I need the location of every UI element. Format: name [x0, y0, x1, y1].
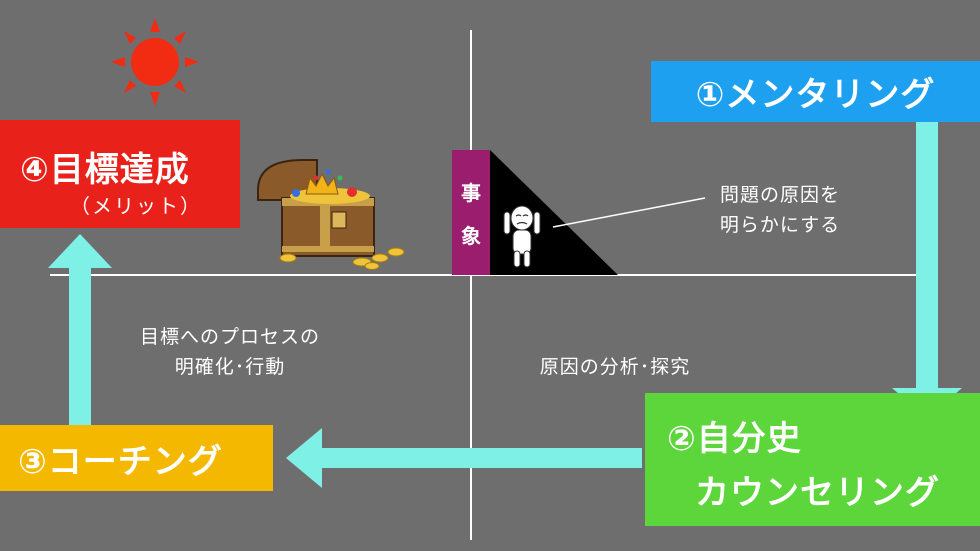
phenomenon-char-2: 象: [461, 223, 481, 248]
note-bottom-right-text: 原因の分析･探究: [539, 356, 691, 378]
goal-box: ④目標達成 （メリット）: [0, 120, 240, 228]
note-pointer-line: [552, 197, 706, 228]
note-bottom-right: 原因の分析･探究: [505, 352, 725, 382]
worried-person-icon: [503, 205, 541, 268]
mentoring-label: ①メンタリング: [695, 75, 936, 115]
note-top-right-line2: 明らかにする: [719, 214, 841, 236]
counseling-box: ②自分史 カウンセリング: [645, 393, 980, 526]
treasure-chest-icon: [257, 159, 405, 270]
sun-icon: [111, 18, 199, 106]
goal-subtitle: （メリット）: [70, 194, 202, 218]
mentoring-box: ①メンタリング: [651, 61, 980, 122]
coaching-box: ③コーチング: [0, 425, 273, 491]
counseling-label-line2: カウンセリング: [695, 473, 940, 513]
phenomenon-char-1: 事: [461, 180, 481, 205]
note-top-right-line1: 問題の原因を: [719, 184, 840, 206]
phenomenon-label: 事 象: [452, 150, 490, 275]
note-top-right: 問題の原因を 明らかにする: [700, 180, 860, 240]
counseling-label-line1: ②自分史: [667, 419, 802, 459]
note-bottom-left-line1: 目標へのプロセスの: [139, 326, 320, 348]
goal-title: ④目標達成: [20, 150, 190, 190]
arrow-counseling-to-coaching: [286, 428, 642, 488]
note-bottom-left: 目標へのプロセスの 明確化･行動: [105, 322, 355, 382]
arrow-mentoring-to-counseling: [892, 122, 962, 418]
coaching-label: ③コーチング: [18, 441, 223, 482]
arrow-coaching-to-goal: [48, 234, 112, 425]
note-bottom-left-line2: 明確化･行動: [174, 356, 286, 378]
